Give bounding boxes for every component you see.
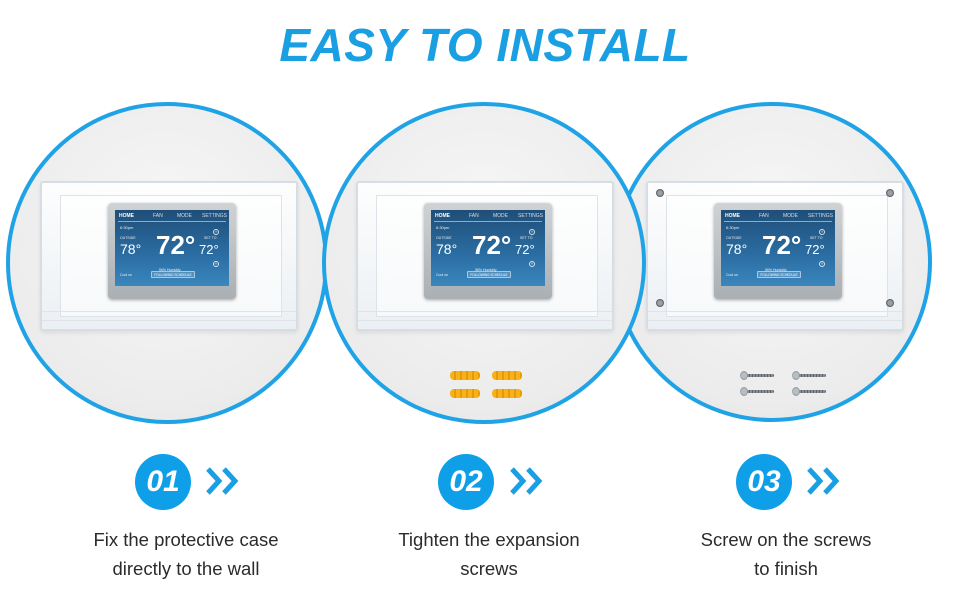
thermostat-screen: HOME FAN MODE SETTINGS 6:30pm OUTSIDE 78…: [721, 210, 835, 286]
expansion-anchor: [450, 371, 480, 380]
thermostat-screen: HOME FAN MODE SETTINGS 6:30pm OUTSIDE 78…: [431, 210, 545, 286]
expansion-anchor: [450, 389, 480, 398]
thermostat: HOME FAN MODE SETTINGS 6:30pm OUTSIDE 78…: [424, 203, 552, 299]
step-3-badge: 03: [736, 454, 792, 510]
screw-icon: [886, 299, 894, 307]
step-1-description: Fix the protective case directly to the …: [93, 529, 279, 579]
screw-icon: [656, 189, 664, 197]
double-chevron-right-icon: [206, 467, 239, 495]
screw-icon: [886, 189, 894, 197]
screw-icon: [792, 387, 826, 396]
double-chevron-right-icon: [807, 467, 840, 495]
protective-case: HOME FAN MODE SETTINGS 6:30pm OUTSIDE 78…: [40, 181, 298, 331]
chevron-up-icon: ˄: [213, 229, 219, 235]
protective-case: HOME FAN MODE SETTINGS 6:30pm OUTSIDE 78…: [356, 181, 614, 331]
thermostat: HOME FAN MODE SETTINGS 6:30pm OUTSIDE 78…: [108, 203, 236, 299]
screw-icon: [740, 371, 774, 380]
chevron-down-icon: ˅: [819, 261, 825, 267]
step-3-description: Screw on the screws to finish: [700, 529, 872, 579]
double-chevron-right-icon: [510, 467, 543, 495]
step-2-badge: 02: [438, 454, 494, 510]
step-3-image: HOME FAN MODE SETTINGS 6:30pm OUTSIDE 78…: [612, 102, 932, 422]
chevron-down-icon: ˅: [529, 261, 535, 267]
screw-icon: [740, 387, 774, 396]
step-1-image: HOME FAN MODE SETTINGS 6:30pm OUTSIDE 78…: [6, 102, 328, 424]
chevron-down-icon: ˅: [213, 261, 219, 267]
screw-icon: [656, 299, 664, 307]
thermostat-screen: HOME FAN MODE SETTINGS 6:30pm OUTSIDE 78…: [115, 210, 229, 286]
protective-case: HOME FAN MODE SETTINGS 6:30pm OUTSIDE 78…: [646, 181, 904, 331]
step-2-image: HOME FAN MODE SETTINGS 6:30pm OUTSIDE 78…: [322, 102, 646, 424]
step-2-description: Tighten the expansion screws: [398, 529, 580, 579]
step-1-badge: 01: [135, 454, 191, 510]
thermostat: HOME FAN MODE SETTINGS 6:30pm OUTSIDE 78…: [714, 203, 842, 299]
screw-icon: [792, 371, 826, 380]
expansion-anchor: [492, 389, 522, 398]
chevron-up-icon: ˄: [819, 229, 825, 235]
expansion-anchor: [492, 371, 522, 380]
chevron-up-icon: ˄: [529, 229, 535, 235]
page-title: EASY TO INSTALL: [279, 19, 691, 71]
